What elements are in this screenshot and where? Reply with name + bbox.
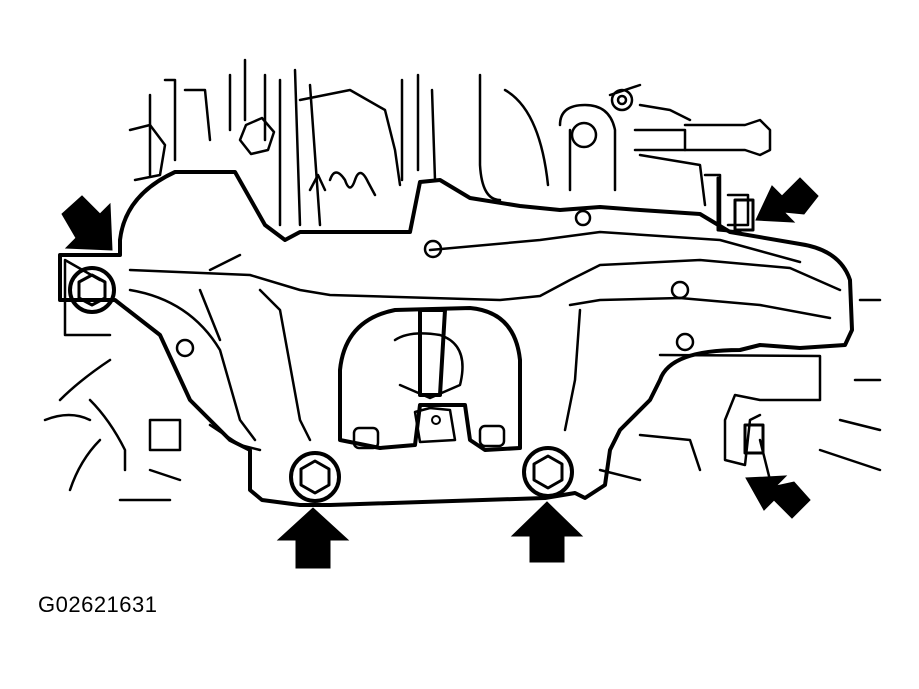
- arrow-bottom-right: [745, 475, 811, 519]
- bolt-bottom-left: [289, 451, 341, 503]
- engine-background-detail: [43, 58, 882, 502]
- arrow-bottom-center: [510, 501, 584, 563]
- mounting-bolts: [68, 266, 574, 503]
- manifold-body: [58, 170, 854, 507]
- bolt-left: [68, 266, 116, 314]
- engine-background-bolts: [238, 88, 634, 156]
- callout-arrows: [61, 177, 819, 569]
- bolt-bottom-center: [522, 446, 574, 498]
- figure-code: G02621631: [38, 592, 158, 617]
- arrow-left: [61, 195, 113, 251]
- arrow-bottom-left: [276, 507, 350, 569]
- arrow-top-right: [755, 177, 819, 223]
